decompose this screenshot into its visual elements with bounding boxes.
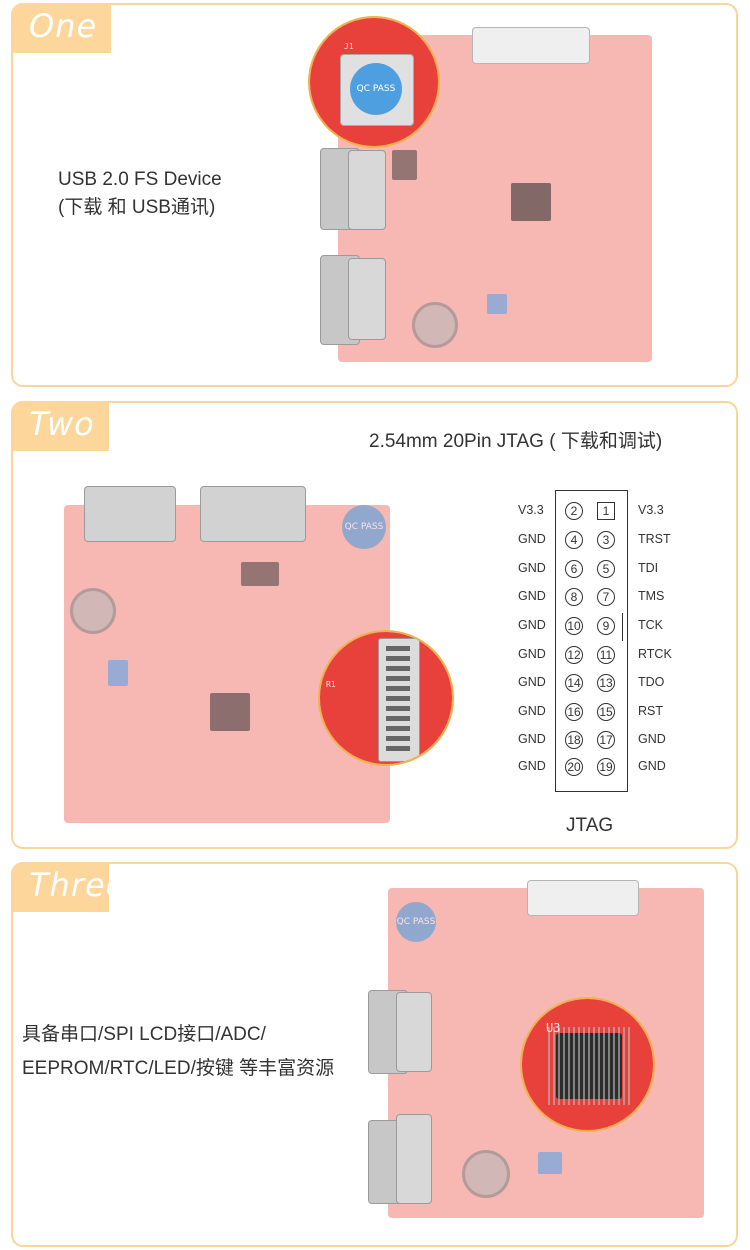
serial-port-1-body: [348, 150, 386, 230]
jtag-header-connector: [527, 880, 639, 916]
jtag-right-label: TDO: [638, 675, 665, 689]
jtag-left-label: GND: [518, 589, 546, 603]
section-three-tab: Three: [11, 862, 125, 912]
jtag-even-pin: 12: [565, 646, 583, 664]
jtag-even-pin: 4: [565, 531, 583, 549]
jtag-left-label: GND: [518, 647, 546, 661]
serial-port-2: [200, 486, 306, 542]
ic-chip: [392, 150, 417, 180]
section-two-title: Two: [29, 405, 95, 443]
jtag-header-title: 2.54mm 20Pin JTAG ( 下载和调试): [369, 431, 663, 452]
section-three-description: 具备串口/SPI LCD接口/ADC/ EEPROM/RTC/LED/按键 等丰…: [22, 1018, 334, 1086]
jtag-right-label: GND: [638, 759, 666, 773]
jtag-connector-outline: [555, 490, 628, 792]
qc-pass-sticker: QC PASS: [350, 63, 402, 115]
jtag-odd-pin: 17: [597, 731, 615, 749]
chip-designator: U3: [546, 1021, 561, 1035]
section-one-line-1: USB 2.0 FS Device: [58, 169, 222, 190]
jtag-right-label: RST: [638, 704, 663, 718]
mcu-chip: [210, 693, 250, 731]
jtag-odd-pin: 1: [597, 502, 615, 520]
section-three-title: Three: [29, 866, 127, 904]
qc-pass-sticker: QC PASS: [396, 902, 436, 942]
serial-port-2-body: [396, 1114, 432, 1204]
ic-chip: [241, 562, 279, 586]
jtag-zoom-circle: R1: [318, 630, 454, 766]
jtag-even-pin: 8: [565, 588, 583, 606]
jtag-even-pin: 14: [565, 674, 583, 692]
jtag-left-label: GND: [518, 732, 546, 746]
jtag-odd-pin: 5: [597, 560, 615, 578]
jtag-odd-pin: 11: [597, 646, 615, 664]
jtag-odd-pin: 9: [597, 617, 615, 635]
jtag-even-pin: 10: [565, 617, 583, 635]
section-two-tab: Two: [11, 401, 109, 451]
mcu-chip: [511, 183, 551, 221]
jtag-caption: JTAG: [566, 815, 614, 836]
jtag-left-label: GND: [518, 675, 546, 689]
serial-port-1-body: [396, 992, 432, 1072]
jtag-odd-pin: 3: [597, 531, 615, 549]
jtag-odd-pin: 13: [597, 674, 615, 692]
jtag-odd-pin: 19: [597, 758, 615, 776]
serial-port-2-body: [348, 258, 386, 340]
jtag-even-pin: 6: [565, 560, 583, 578]
jtag-even-pin: 20: [565, 758, 583, 776]
jtag-right-label: V3.3: [638, 503, 664, 517]
jtag-header-connector: [472, 27, 590, 64]
jtag-odd-pin: 7: [597, 588, 615, 606]
jtag-left-label: V3.3: [518, 503, 544, 517]
section-one-description: USB 2.0 FS Device (下载 和 USB通讯): [58, 166, 222, 222]
section-three-line-2: EEPROM/RTC/LED/按键 等丰富资源: [22, 1058, 335, 1079]
coin-battery: [412, 302, 458, 348]
jtag-right-label: TDI: [638, 561, 659, 575]
potentiometer: [538, 1152, 562, 1174]
potentiometer: [487, 294, 507, 314]
jtag-right-label: GND: [638, 732, 666, 746]
section-one-title: One: [29, 7, 98, 45]
jtag-left-label: GND: [518, 561, 546, 575]
jtag-even-pin: 16: [565, 703, 583, 721]
qc-pass-sticker: QC PASS: [342, 505, 386, 549]
jtag-left-label: GND: [518, 759, 546, 773]
jtag-even-pin: 2: [565, 502, 583, 520]
coin-battery: [70, 588, 116, 634]
jtag-left-label: GND: [518, 704, 546, 718]
jtag-right-label: TRST: [638, 532, 671, 546]
jtag-right-label: RTCK: [638, 647, 672, 661]
coin-battery: [462, 1150, 510, 1198]
potentiometer: [108, 660, 128, 686]
section-one-line-2: (下载 和 USB通讯): [58, 197, 216, 218]
jtag-left-label: GND: [518, 532, 546, 546]
tck-notch: [622, 613, 631, 641]
jtag-left-label: GND: [518, 618, 546, 632]
usb-zoom-circle: QC PASS J1: [308, 16, 440, 148]
jtag-right-label: TCK: [638, 618, 663, 632]
jtag-odd-pin: 15: [597, 703, 615, 721]
serial-port-1: [84, 486, 176, 542]
section-one-tab: One: [11, 3, 111, 53]
mcu-zoom-circle: U3: [520, 997, 655, 1132]
jtag-right-label: TMS: [638, 589, 665, 603]
jtag-even-pin: 18: [565, 731, 583, 749]
section-three-line-1: 具备串口/SPI LCD接口/ADC/: [22, 1024, 266, 1045]
